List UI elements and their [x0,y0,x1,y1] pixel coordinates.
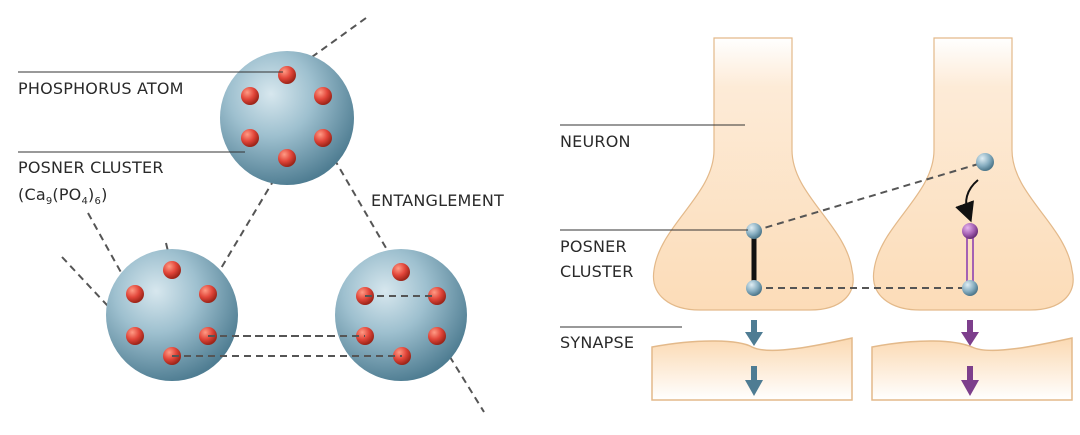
cluster-node [746,280,762,296]
phosphorus-atom-label: PHOSPHORUS ATOM [18,79,184,98]
cluster-node [746,223,762,239]
cluster-node-purple [962,223,978,239]
release-arrows-purple [961,320,979,396]
free-cluster-node [976,153,994,171]
posner-sphere-top [220,51,354,185]
synapse-label: SYNAPSE [560,333,634,352]
release-arrows-blue [745,320,763,396]
left-panel: PHOSPHORUS ATOM POSNER CLUSTER (Ca9(PO4)… [18,17,504,413]
right-panel: NEURON POSNER CLUSTER SYNAPSE [560,37,1074,401]
neuron-label: NEURON [560,132,631,151]
binding-arrow [955,179,979,223]
phosphorus-atoms [241,66,332,167]
neuron-terminal-right [872,37,1074,311]
posner-sphere-left [106,249,238,381]
posner-sphere-right [335,249,467,381]
posner-cluster-label: POSNER CLUSTER [18,158,164,177]
cluster-entanglement-lines [753,161,986,289]
posner-formula: (Ca9(PO4)6) [18,185,108,207]
posner-label-line1: POSNER [560,237,627,256]
entanglement-label: ENTANGLEMENT [371,191,504,210]
neuron-terminal-left [652,37,854,311]
cluster-node [962,280,978,296]
posner-label-line2: CLUSTER [560,262,634,281]
